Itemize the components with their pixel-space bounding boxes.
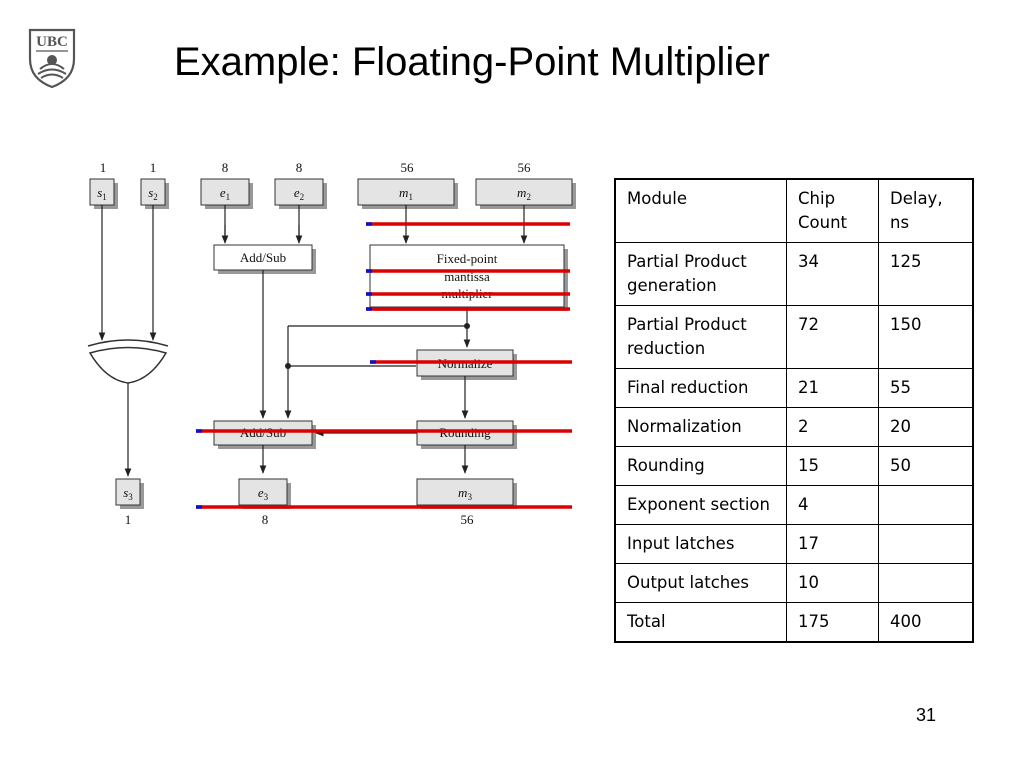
cell-chip-count: 34 — [786, 242, 879, 306]
cell-module: Exponent section — [614, 485, 787, 525]
register-e1-label: e — [220, 185, 226, 200]
width-label-m1: 56 — [401, 160, 415, 175]
cell-delay: 150 — [878, 305, 974, 369]
svg-text:e2: e2 — [294, 185, 304, 202]
register-e3: e3 — [238, 478, 291, 509]
add-sub-top-label: Add/Sub — [240, 250, 286, 265]
table-row: Rounding 15 50 — [614, 446, 974, 486]
table-row: Partial Product reduction 72 150 — [614, 305, 974, 369]
page-number: 31 — [916, 705, 937, 725]
register-m2: m2 — [475, 178, 576, 209]
cell-chip-count: 72 — [786, 305, 879, 369]
cell-chip-count: 4 — [786, 485, 879, 525]
cell-delay — [878, 524, 974, 564]
pipeline-lines — [196, 222, 572, 509]
svg-text:s2: s2 — [148, 185, 158, 202]
cell-module: Rounding — [614, 446, 787, 486]
cell-delay — [878, 485, 974, 525]
table-row: Total 175 400 — [614, 602, 974, 643]
multiplier-label-1: Fixed-point — [437, 251, 498, 266]
ubc-logo: UBC — [28, 28, 76, 89]
cell-delay: 50 — [878, 446, 974, 486]
logo-text: UBC — [36, 34, 68, 50]
cell-delay: 400 — [878, 602, 974, 643]
register-m3-label: m — [458, 485, 467, 500]
header-module: Module — [614, 178, 787, 243]
cell-delay — [878, 563, 974, 603]
register-s3: s3 — [115, 478, 144, 509]
normalize-block: Normalize — [416, 349, 517, 380]
register-e3-label: e — [258, 485, 264, 500]
mantissa-multiplier-block: Fixed-point mantissa multiplier — [369, 244, 568, 311]
table-row: Final reduction 21 55 — [614, 368, 974, 408]
cell-chip-count: 15 — [786, 446, 879, 486]
width-label-s1: 1 — [100, 160, 107, 175]
table-row: Normalization 2 20 — [614, 407, 974, 447]
svg-text:m2: m2 — [517, 185, 531, 202]
module-table: Module Chip Count Delay, ns Partial Prod… — [614, 178, 974, 643]
width-label-m2: 56 — [518, 160, 532, 175]
width-label-s2: 1 — [150, 160, 157, 175]
svg-text:e1: e1 — [220, 185, 230, 202]
cell-delay: 125 — [878, 242, 974, 306]
register-s1: s1 — [89, 178, 118, 209]
cell-chip-count: 10 — [786, 563, 879, 603]
register-s3-label: s — [123, 485, 128, 500]
register-m1-label: m — [399, 185, 408, 200]
cell-delay: 20 — [878, 407, 974, 447]
width-label-m3: 56 — [461, 512, 475, 527]
table-row: Partial Product generation 34 125 — [614, 242, 974, 306]
cell-module: Total — [614, 602, 787, 643]
cell-chip-count: 175 — [786, 602, 879, 643]
cell-chip-count: 21 — [786, 368, 879, 408]
width-label-e3: 8 — [262, 512, 269, 527]
width-label-s3: 1 — [125, 512, 132, 527]
add-sub-bottom-block: Add/Sub — [213, 420, 316, 449]
register-m2-label: m — [517, 185, 526, 200]
slide-title: Example: Floating-Point Multiplier — [174, 40, 770, 84]
header-delay: Delay, ns — [878, 178, 974, 243]
width-label-e2: 8 — [296, 160, 303, 175]
cell-module: Final reduction — [614, 368, 787, 408]
svg-text:s1: s1 — [97, 185, 107, 202]
svg-text:m1: m1 — [399, 185, 413, 202]
add-sub-top-block: Add/Sub — [213, 244, 316, 274]
cell-module: Input latches — [614, 524, 787, 564]
register-m1: m1 — [357, 178, 458, 209]
xor-gate — [87, 339, 169, 384]
table-row: Input latches 17 — [614, 524, 974, 564]
table-header-row: Module Chip Count Delay, ns — [614, 178, 974, 243]
cell-module: Partial Product generation — [614, 242, 787, 306]
cell-module: Normalization — [614, 407, 787, 447]
header-chip-count: Chip Count — [786, 178, 879, 243]
register-s2: s2 — [140, 178, 169, 209]
cell-module: Output latches — [614, 563, 787, 603]
register-e2: e2 — [274, 178, 327, 209]
register-m3: m3 — [416, 478, 517, 509]
table-row: Output latches 10 — [614, 563, 974, 603]
cell-chip-count: 2 — [786, 407, 879, 447]
table-row: Exponent section 4 — [614, 485, 974, 525]
rounding-block: Rounding — [416, 420, 517, 449]
width-label-e1: 8 — [222, 160, 229, 175]
register-e2-label: e — [294, 185, 300, 200]
cell-delay: 55 — [878, 368, 974, 408]
register-s1-label: s — [97, 185, 102, 200]
register-e1: e1 — [200, 178, 253, 209]
cell-chip-count: 17 — [786, 524, 879, 564]
register-s2-label: s — [148, 185, 153, 200]
svg-text:e3: e3 — [258, 485, 269, 502]
cell-module: Partial Product reduction — [614, 305, 787, 369]
svg-text:s3: s3 — [123, 485, 133, 502]
svg-text:m3: m3 — [458, 485, 472, 502]
